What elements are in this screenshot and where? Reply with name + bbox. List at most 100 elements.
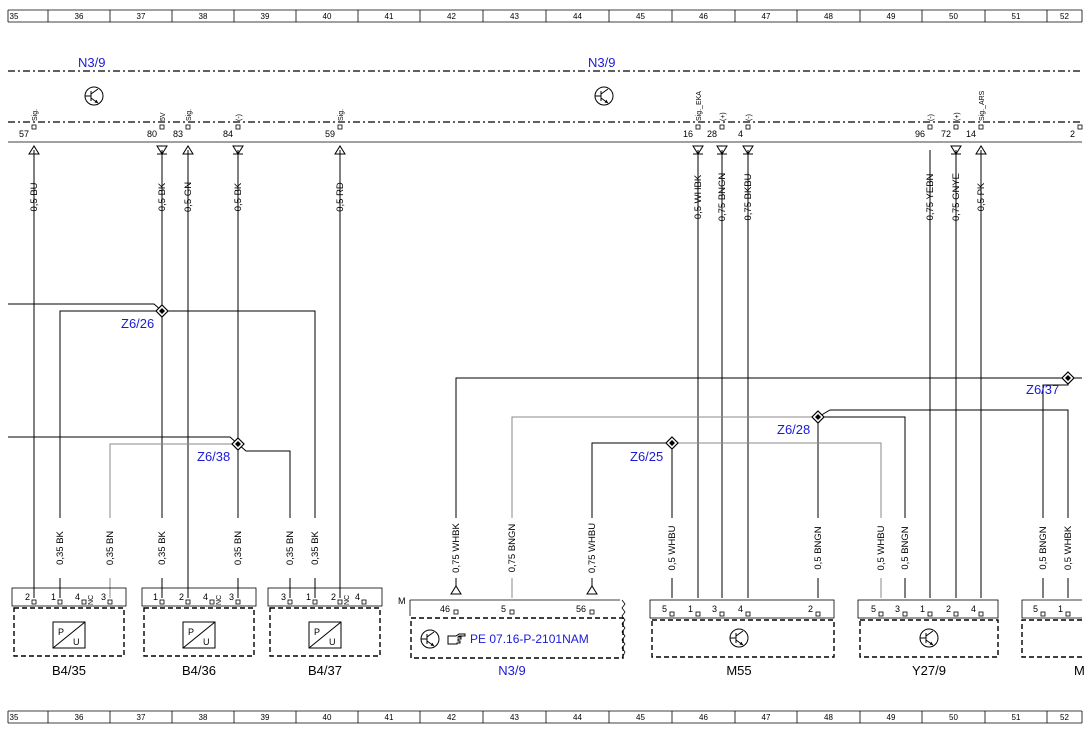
grid-number: 51 <box>1012 12 1021 21</box>
pin-number: 3 <box>229 592 234 602</box>
grid-number: 52 <box>1060 713 1069 722</box>
transistor-icon <box>420 629 440 649</box>
grid-number: 43 <box>510 12 519 21</box>
wire-label: 0,35 BN <box>105 531 116 565</box>
component-name: B4/37 <box>308 663 342 678</box>
pin-signal-label: (+) <box>954 112 961 121</box>
pin-number: 1 <box>306 592 311 602</box>
splice-label: Z6/25 <box>630 449 663 464</box>
sensor-u-label: U <box>73 637 80 647</box>
pin-number: 5 <box>662 604 667 614</box>
pointing-hand-icon <box>447 633 466 645</box>
grid-number: 44 <box>573 12 582 21</box>
nc-label: NC <box>216 595 223 605</box>
ground-label: M <box>398 596 406 606</box>
grid-number: 36 <box>75 713 84 722</box>
grid-number: 47 <box>762 12 771 21</box>
wire-label: 0,35 BK <box>310 530 321 564</box>
grid-number: 45 <box>636 12 645 21</box>
grid-number: 39 <box>261 12 270 21</box>
pin-number: 1 <box>51 592 56 602</box>
sensor-p-label: P <box>314 627 320 637</box>
grid-number: 42 <box>447 713 456 722</box>
grid-number: 38 <box>199 713 208 722</box>
wire-label: 0,75 WHBK <box>451 523 462 573</box>
pin-number: 4 <box>971 604 976 614</box>
grid-number: 41 <box>385 12 394 21</box>
pin-number: 4 <box>355 592 360 602</box>
pin-number: 83 <box>173 129 183 139</box>
pin-number: 14 <box>966 129 976 139</box>
pin-number: 56 <box>576 604 586 614</box>
transistor-icon <box>594 86 614 106</box>
grid-number: 42 <box>447 12 456 21</box>
connector-pin: 2 <box>1070 124 1083 139</box>
pin-number: 1 <box>920 604 925 614</box>
wire-label: 0,5 BNGN <box>813 526 824 569</box>
pin-signal-label: Sig._ARS <box>979 90 986 121</box>
pin-number: 3 <box>101 592 106 602</box>
module-label-right: N3/9 <box>588 55 615 70</box>
grid-number: 45 <box>636 713 645 722</box>
pin-number: 4 <box>738 129 743 139</box>
grid-number: 50 <box>949 12 958 21</box>
pin-number: 72 <box>941 129 951 139</box>
splice-z6-26: Z6/26 <box>121 304 169 331</box>
grid-number: 41 <box>385 713 394 722</box>
pin-number: 1 <box>688 604 693 614</box>
grid-number: 44 <box>573 713 582 722</box>
nc-label: NC <box>344 595 351 605</box>
wire-label: 0,5 WHBK <box>1063 525 1074 570</box>
grid-number: 36 <box>75 12 84 21</box>
pin-number: 46 <box>440 604 450 614</box>
grid-number: 40 <box>323 12 332 21</box>
component-name: B4/36 <box>182 663 216 678</box>
wire-label: 0,35 BK <box>157 530 168 564</box>
transistor-icon <box>84 86 104 106</box>
pin-number: 28 <box>707 129 717 139</box>
pin-number: 2 <box>25 592 30 602</box>
grid-number: 48 <box>824 713 833 722</box>
transistor-icon <box>919 628 939 648</box>
wire-label: 0,75 WHBU <box>587 523 598 573</box>
grid-number: 48 <box>824 12 833 21</box>
connector-pin: 4 (-) <box>738 114 754 155</box>
connector-pin: 28(+) <box>707 112 728 155</box>
pin-number: 5 <box>501 604 506 614</box>
component-name: N3/9 <box>498 663 525 678</box>
pin-number: 4 <box>738 604 743 614</box>
splice-z6-25: Z6/25 <box>630 436 679 464</box>
pin-number: 2 <box>1070 129 1075 139</box>
reference-link[interactable]: PE 07.16-P-2101NAM <box>470 632 589 646</box>
pin-signal-label: 5V <box>160 112 167 121</box>
splice-z6-37: Z6/37 <box>1026 371 1075 397</box>
pin-signal-label: Sig. <box>338 109 345 121</box>
grid-number: 40 <box>323 713 332 722</box>
pin-number: 96 <box>915 129 925 139</box>
component-name: M55 <box>726 663 751 678</box>
pin-number: 57 <box>19 129 29 139</box>
pin-number: 4 <box>75 592 80 602</box>
pin-number: 1 <box>1058 604 1063 614</box>
nc-label: NC <box>88 595 95 605</box>
grid-number: 43 <box>510 713 519 722</box>
grid-number: 37 <box>137 12 146 21</box>
sensor-p-label: P <box>58 627 64 637</box>
grid-number: 50 <box>949 713 958 722</box>
pin-number: 2 <box>946 604 951 614</box>
pin-number: 59 <box>325 129 335 139</box>
pin-number: 2 <box>179 592 184 602</box>
transistor-icon <box>729 628 749 648</box>
pin-signal-label: (-) <box>746 114 753 121</box>
pin-signal-label: (-) <box>928 114 935 121</box>
pin-number: 4 <box>203 592 208 602</box>
component-name: B4/35 <box>52 663 86 678</box>
